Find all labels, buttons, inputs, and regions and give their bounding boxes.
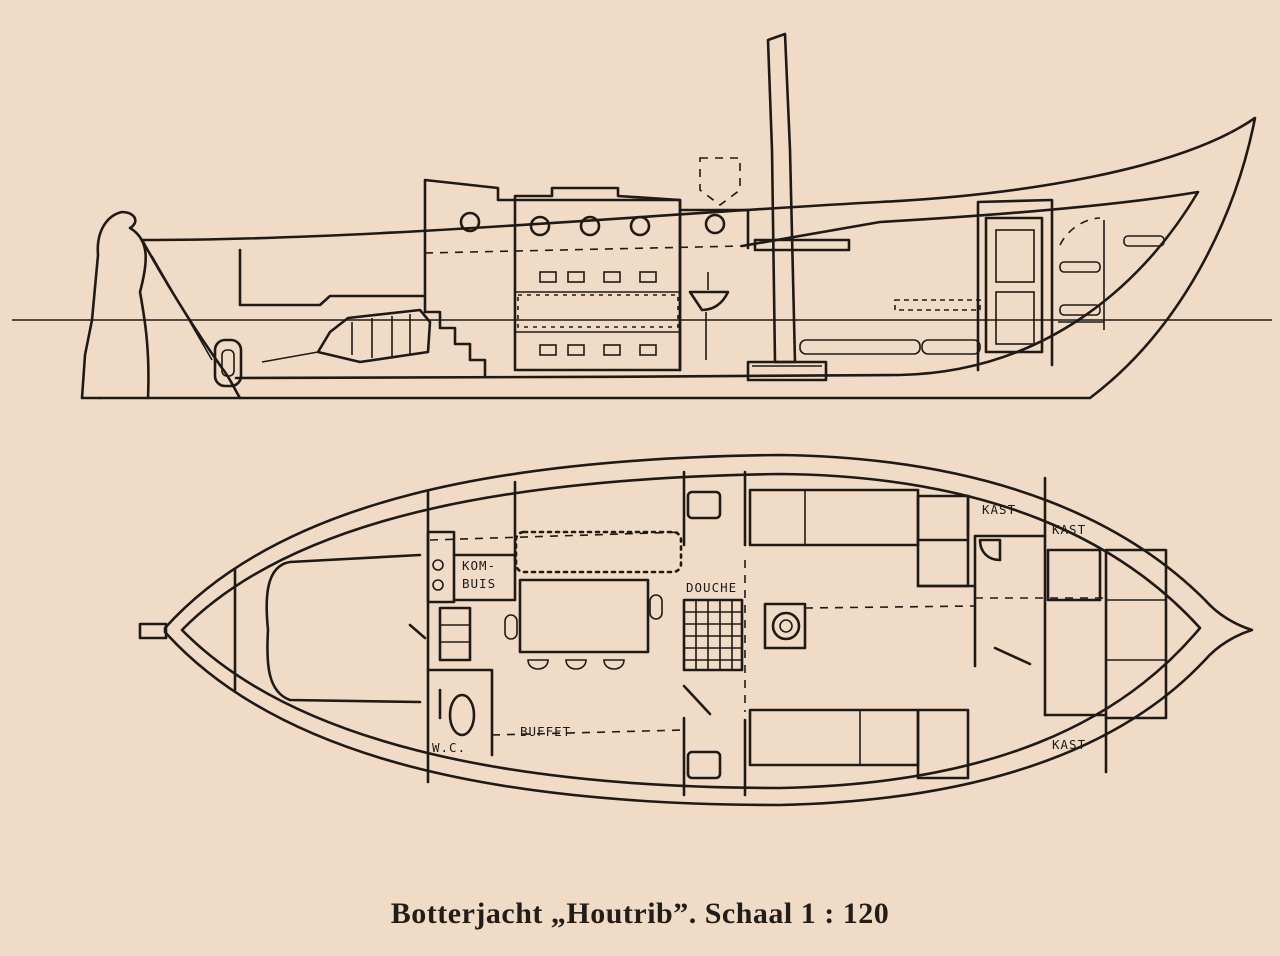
- lifebuoy: [213, 338, 243, 388]
- label-kombuis-1: KOM-: [462, 558, 496, 573]
- hull-inner-line: [234, 190, 1200, 380]
- galley-stove: [426, 530, 456, 604]
- washbasin-bottom: [686, 750, 722, 780]
- hull-inner-outline: [180, 472, 1202, 790]
- label-kast-top-left: KAST: [982, 502, 1016, 517]
- berth-bottom-fwd: [916, 708, 970, 780]
- mast-section: [771, 611, 801, 641]
- galley-counter: [452, 553, 517, 602]
- label-kast-bottom: KAST: [1052, 737, 1086, 752]
- bunk: [1123, 235, 1165, 247]
- cockpit-outline: [265, 553, 422, 704]
- basin-forward: [978, 538, 1002, 562]
- seat-cushions: [517, 294, 679, 328]
- deck-beam: [753, 238, 851, 252]
- label-kombuis-2: BUIS: [462, 576, 496, 591]
- cabin-door: [984, 216, 1044, 354]
- porthole: [629, 215, 651, 237]
- berth-cushion: [799, 339, 921, 355]
- rudder-stock: [151, 255, 213, 361]
- berth-top: [748, 488, 920, 547]
- forepeak-berth: [1046, 548, 1102, 602]
- bunk: [1059, 304, 1101, 316]
- rudder-head: [138, 622, 168, 640]
- saloon-table: [518, 578, 650, 654]
- bunk: [1059, 261, 1101, 273]
- engine: [316, 308, 432, 364]
- forehatch: [976, 198, 1054, 372]
- wc-compartment: [426, 668, 494, 757]
- hull-outline: [163, 453, 1254, 807]
- companionway-stairs: [423, 294, 487, 378]
- shower: [682, 598, 744, 672]
- mast: [766, 32, 797, 364]
- drawing-caption: Botterjacht „Houtrib”. Schaal 1 : 120: [390, 897, 890, 930]
- deckhouse: [423, 178, 750, 298]
- aft-cockpit: [238, 248, 427, 307]
- washbasin-top: [686, 490, 722, 520]
- label-buffet: BUFFET: [520, 724, 571, 739]
- rudder: [80, 210, 150, 400]
- hull-profile: [98, 116, 1257, 400]
- forepeak-bunk: [1104, 548, 1168, 720]
- mast-step: [746, 360, 828, 382]
- label-douche: DOUCHE: [686, 580, 737, 595]
- berth-cushion: [921, 339, 981, 355]
- label-kast-top-right: KAST: [1052, 522, 1086, 537]
- label-wc: W.C.: [432, 740, 466, 755]
- companion-steps: [438, 606, 472, 662]
- berth-bottom: [748, 708, 920, 767]
- ventilator: [699, 157, 741, 206]
- propeller-shaft: [261, 351, 319, 363]
- porthole: [459, 211, 481, 233]
- porthole: [579, 215, 601, 237]
- porthole: [529, 215, 551, 237]
- side-elevation: [12, 32, 1272, 400]
- mast-partner: [763, 602, 807, 650]
- saloon-stools: [527, 659, 625, 670]
- toilet-bowl: [448, 693, 476, 737]
- settee: [514, 530, 683, 574]
- deck-dash-line: [424, 245, 743, 254]
- washbasin: [688, 290, 730, 312]
- porthole: [704, 213, 726, 235]
- deck-plan: KOM- BUIS W.C. BUFFET DOUCHE: [138, 453, 1254, 807]
